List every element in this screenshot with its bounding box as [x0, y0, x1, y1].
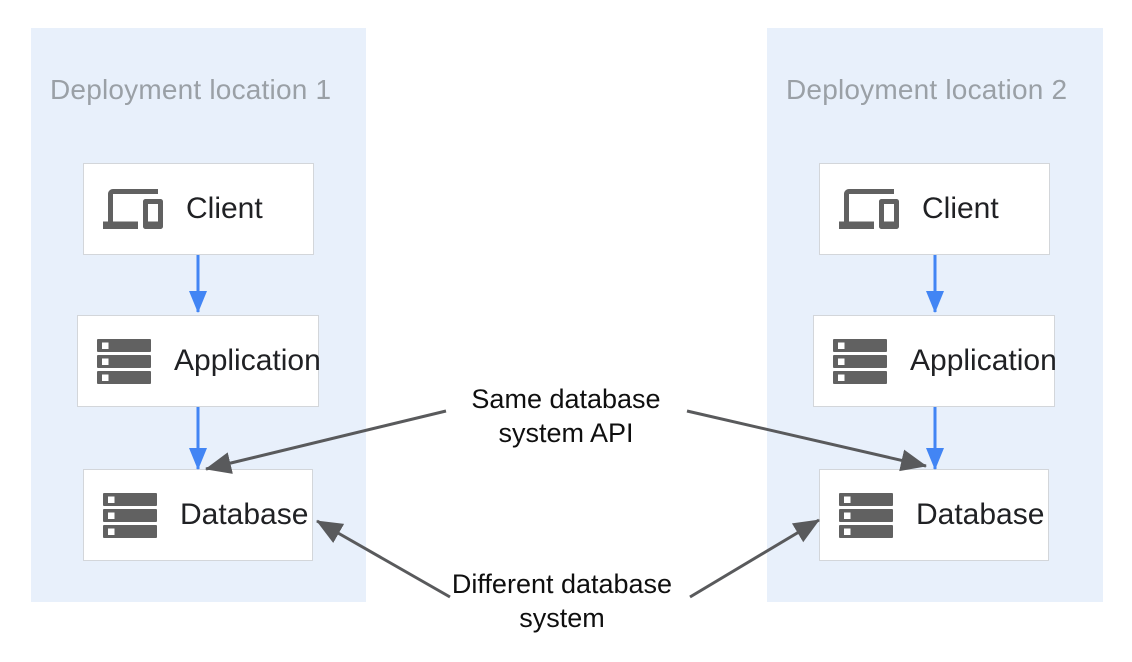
node-database-1: Database: [83, 469, 313, 561]
annotation-different-database-system: Different database system: [412, 567, 712, 635]
server-icon: [839, 492, 893, 538]
annotation-line: Different database: [451, 569, 673, 599]
node-label-application: Application: [174, 344, 321, 377]
node-label-database: Database: [916, 498, 1045, 531]
node-client-2: Client: [819, 163, 1050, 255]
server-icon: [103, 492, 157, 538]
annotation-same-database-system-api: Same database system API: [416, 382, 716, 450]
node-application-1: Application: [77, 315, 321, 407]
panel-title-2: Deployment location 2: [786, 74, 1068, 105]
node-label-client: Client: [186, 192, 263, 225]
devices-icon: [103, 189, 163, 229]
node-label-client: Client: [922, 192, 999, 225]
annotation-line: system: [519, 603, 605, 633]
server-icon: [833, 338, 887, 384]
devices-icon: [839, 189, 899, 229]
deployment-panel-1: Deployment location 1 Client App: [31, 28, 366, 602]
annotation-line: Same database: [471, 384, 661, 414]
node-application-2: Application: [813, 315, 1057, 407]
server-icon: [97, 338, 151, 384]
node-label-database: Database: [180, 498, 309, 531]
node-label-application: Application: [910, 344, 1057, 377]
node-client-1: Client: [83, 163, 314, 255]
annotation-line: system API: [498, 418, 634, 448]
deployment-panel-2: Deployment location 2 Client App: [767, 28, 1103, 602]
node-database-2: Database: [819, 469, 1049, 561]
panel-title-1: Deployment location 1: [50, 74, 332, 105]
